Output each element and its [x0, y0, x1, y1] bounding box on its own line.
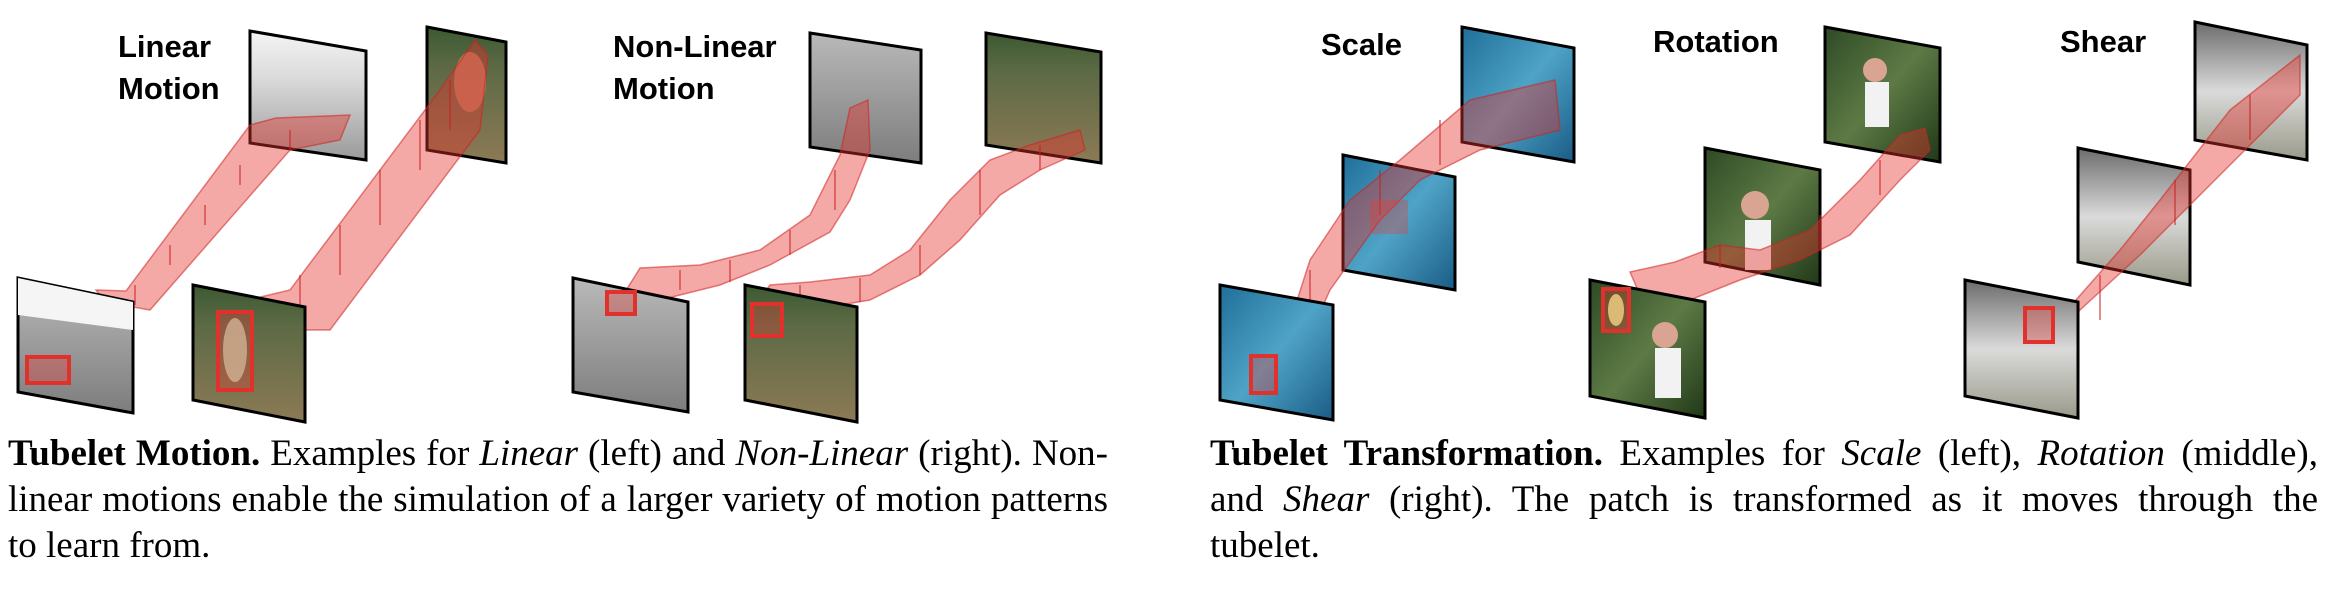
rotation-panel	[1588, 25, 1942, 420]
shear-frame-front	[1963, 278, 2080, 420]
nonlinear-frame-front-snow	[571, 276, 690, 414]
nonlinear-patch-snow	[605, 290, 637, 316]
scale-frame-back	[1460, 25, 1576, 164]
caption-transformation-title: Tubelet Transformation.	[1210, 433, 1603, 474]
caption-motion-title: Tubelet Motion.	[8, 433, 261, 474]
shear-frame-mid	[2076, 146, 2192, 287]
nonlinear-tubelet-snow	[618, 98, 871, 313]
scale-label: Scale	[1321, 27, 1403, 62]
shear-label: Shear	[2060, 24, 2147, 59]
nonlinear-frame-front-track	[743, 283, 859, 424]
shear-panel	[1963, 20, 2309, 420]
linear-frame-front-track	[191, 283, 307, 424]
scale-panel	[1218, 25, 1576, 422]
figure-illustration	[16, 20, 2309, 424]
linear-patch-snow	[25, 355, 71, 385]
shear-frame-back	[2193, 20, 2309, 162]
nonlinear-motion-label: Non-Linear Motion	[613, 29, 777, 106]
scale-patch-mid	[1370, 200, 1408, 234]
nonlinear-frame-back-track	[984, 31, 1103, 165]
nonlinear-tubelet-track	[746, 129, 1086, 323]
shear-tubelet	[2023, 53, 2301, 347]
nonlinear-motion-panel	[571, 31, 1103, 424]
nonlinear-patch-track	[750, 302, 784, 338]
caption-tubelet-motion: Tubelet Motion. Examples for Linear (lef…	[8, 433, 1108, 566]
scale-patch-front	[1249, 354, 1278, 395]
scale-frame-front	[1218, 283, 1335, 422]
linear-motion-label: Linear Motion	[118, 29, 220, 106]
linear-motion-panel	[16, 25, 508, 424]
scale-frame-mid	[1341, 153, 1457, 292]
rotation-label: Rotation	[1653, 24, 1779, 59]
rotation-tubelet	[1628, 127, 1931, 301]
nonlinear-frame-back-snow	[808, 31, 923, 165]
linear-frame-back-snow	[248, 29, 368, 162]
caption-tubelet-transformation: Tubelet Transformation. Examples for Sca…	[1210, 433, 2319, 566]
shear-patch-front	[2023, 306, 2055, 344]
